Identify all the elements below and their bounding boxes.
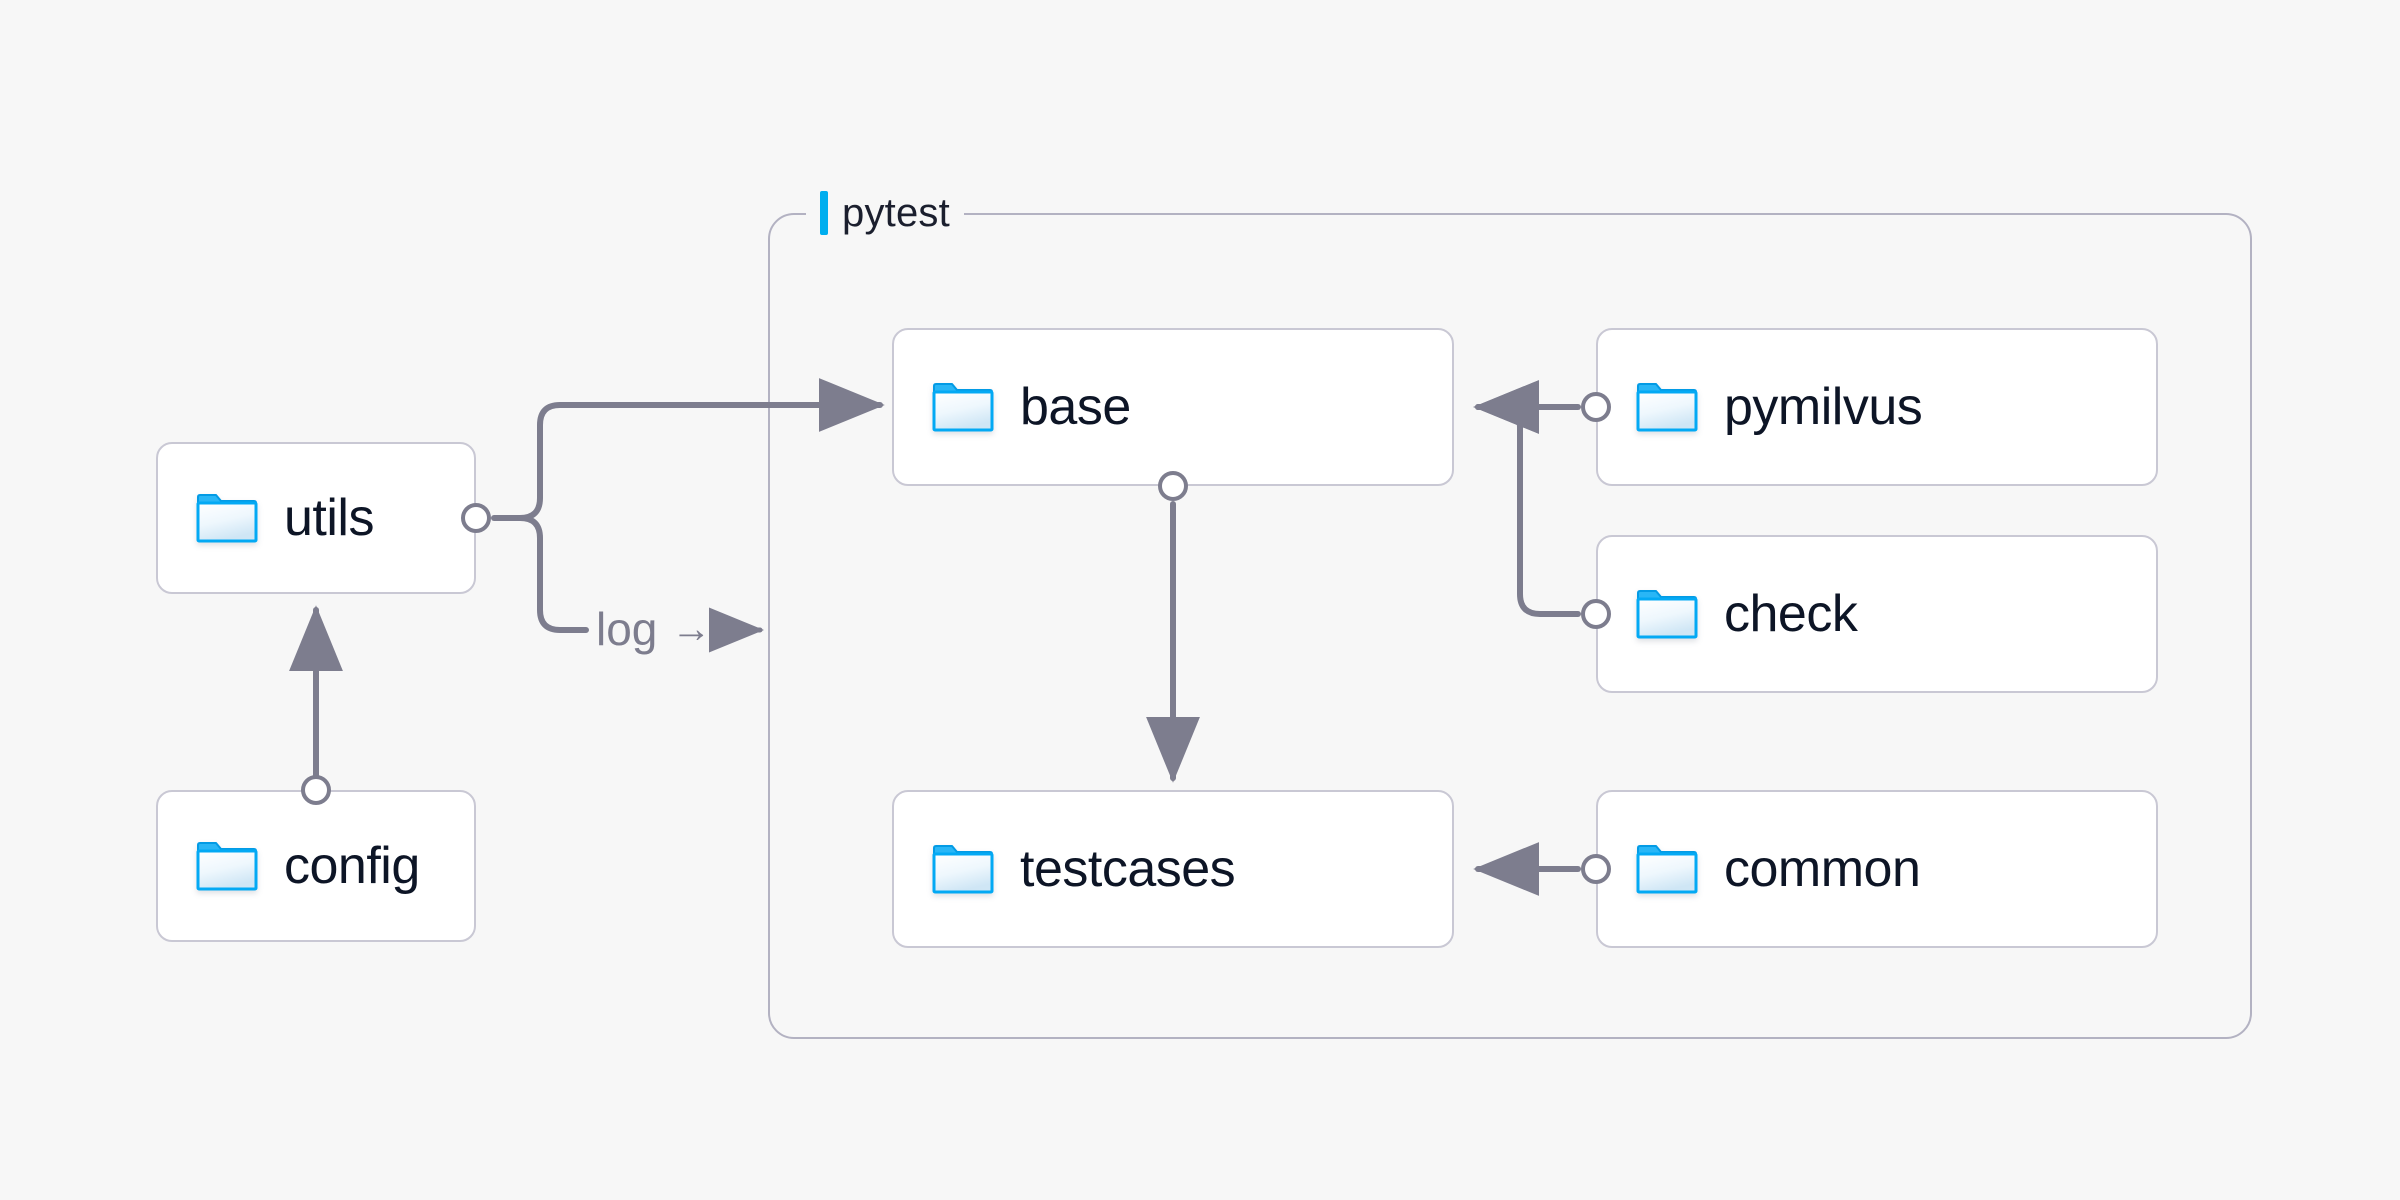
folder-icon <box>1636 844 1698 894</box>
accent-bar-icon <box>820 191 828 235</box>
edge-label-log-arrow-icon: → <box>671 607 712 651</box>
group-label-pytest: pytest <box>806 190 964 236</box>
edge-utils-log <box>517 515 589 633</box>
node-label-config: config <box>284 837 420 895</box>
node-label-common: common <box>1724 840 1921 898</box>
folder-icon <box>932 382 994 432</box>
node-label-testcases: testcases <box>1020 840 1236 898</box>
folder-icon <box>932 844 994 894</box>
node-label-check: check <box>1724 585 1858 643</box>
edge-label-log-text: log <box>596 603 658 655</box>
folder-icon <box>196 841 258 891</box>
folder-icon <box>1636 589 1698 639</box>
port-check-left[interactable] <box>1581 599 1611 629</box>
port-config-top[interactable] <box>301 775 331 805</box>
node-config[interactable]: config <box>156 790 476 942</box>
folder-icon <box>196 493 258 543</box>
node-label-utils: utils <box>284 489 374 547</box>
node-testcases[interactable]: testcases <box>892 790 1454 948</box>
folder-icon <box>1636 382 1698 432</box>
port-base-bottom[interactable] <box>1158 471 1188 501</box>
node-check[interactable]: check <box>1596 535 2158 693</box>
port-pymilvus-left[interactable] <box>1581 392 1611 422</box>
node-label-pymilvus: pymilvus <box>1724 378 1923 436</box>
edge-label-log: log → <box>596 606 711 652</box>
node-label-base: base <box>1020 378 1131 436</box>
port-utils-right[interactable] <box>461 503 491 533</box>
node-pymilvus[interactable]: pymilvus <box>1596 328 2158 486</box>
node-base[interactable]: base <box>892 328 1454 486</box>
port-common-left[interactable] <box>1581 854 1611 884</box>
node-utils[interactable]: utils <box>156 442 476 594</box>
group-container-pytest[interactable] <box>768 213 2252 1039</box>
group-title-text: pytest <box>842 190 950 235</box>
node-common[interactable]: common <box>1596 790 2158 948</box>
